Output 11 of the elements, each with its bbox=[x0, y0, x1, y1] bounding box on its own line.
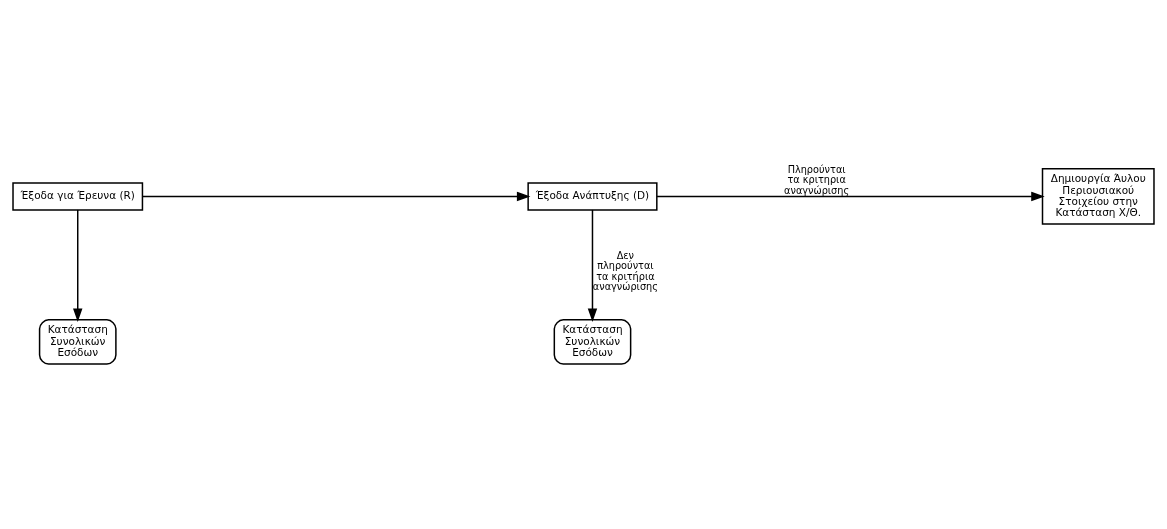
node-box: Κατάσταση Συνολικών Εσόδων bbox=[553, 319, 632, 365]
arrow bbox=[141, 191, 531, 202]
node-box: Κατάσταση Συνολικών Εσόδων bbox=[38, 319, 117, 365]
node-box: Έξοδα Ανάπτυξης (D) bbox=[527, 182, 658, 211]
node-box: Δημιουργία Άυλου Περιουσιακού Στοιχείου στην Κατάσταση Χ/Θ. bbox=[1041, 168, 1155, 225]
edge-label: Πληρούνται τα κριτηρια αναγνώρισης bbox=[784, 163, 850, 196]
arrow bbox=[656, 191, 1045, 202]
arrow bbox=[587, 209, 598, 322]
node-box: Έξοδα για Έρευνα (R) bbox=[12, 182, 144, 211]
arrow bbox=[73, 209, 83, 322]
edge-label: Δεν πληρούνται τα κριτήρια αναγνώρισης bbox=[592, 249, 658, 293]
